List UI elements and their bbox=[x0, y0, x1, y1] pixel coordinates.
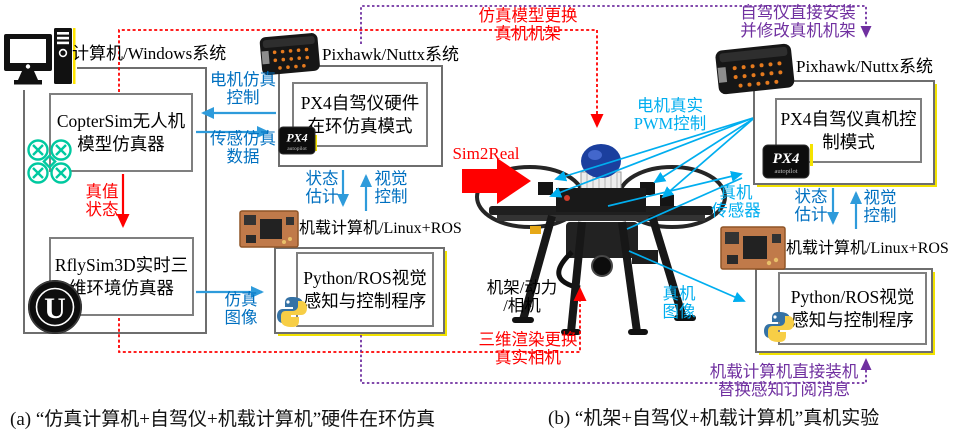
real-sensor-label: 真机 传感器 bbox=[700, 184, 772, 220]
onboard-board-photo-a bbox=[239, 210, 299, 248]
label-line: 图像 bbox=[662, 302, 696, 321]
label-line: 数据 bbox=[226, 147, 260, 166]
label-line: /相机 bbox=[503, 296, 541, 315]
label-line: 估计 bbox=[305, 187, 339, 206]
caption-b: (b) “机架+自驾仪+机载计算机”真机实验 bbox=[548, 408, 880, 429]
label-line: 三维渲染更换 bbox=[478, 330, 578, 349]
sim2real-block-arrow bbox=[462, 158, 531, 204]
label-line: 真机 bbox=[662, 284, 696, 303]
label-line: 电机仿真 bbox=[210, 70, 276, 89]
rflysim-box-line1: RflySim3D实时三 bbox=[54, 254, 189, 275]
coptersim-box-line1: CopterSim无人机 bbox=[56, 110, 186, 131]
real-pwm-label: 电机真实 PWM控制 bbox=[624, 97, 716, 133]
px4-hil-box: PX4自驾仪硬件 在环仿真模式 bbox=[292, 82, 428, 147]
autopilot-install-note: 自驾仪直接安装 并修改真机机架 bbox=[728, 4, 868, 40]
label-line: 机载计算机直接装机 bbox=[709, 362, 859, 381]
label-line: 真实相机 bbox=[495, 348, 561, 367]
label-line: 传感仿真 bbox=[210, 129, 276, 148]
frame-power-camera-label: 机架/动力 /相机 bbox=[478, 279, 566, 315]
vision-control-label-b: 视觉 控制 bbox=[859, 189, 901, 225]
pixhawk-system-label-b: Pixhawk/Nuttx系统 bbox=[796, 57, 933, 76]
label-line: 控制 bbox=[226, 88, 260, 107]
onboard-computer-label-a: 机载计算机/Linux+ROS bbox=[299, 220, 462, 237]
label-line: 状态 bbox=[794, 187, 828, 206]
label-line: 估计 bbox=[794, 205, 828, 224]
label-line: 图像 bbox=[224, 308, 258, 327]
label-line: 视觉 bbox=[374, 169, 408, 188]
state-estimate-label-b: 状态 估计 bbox=[790, 188, 832, 224]
coptersim-box-line2: 模型仿真器 bbox=[77, 133, 165, 154]
sim-image-label: 仿真 图像 bbox=[219, 291, 263, 327]
label-line: 状态 bbox=[85, 200, 119, 219]
render-swap-note: 三维渲染更换 真实相机 bbox=[468, 331, 588, 367]
motor-sim-control-label: 电机仿真 控制 bbox=[205, 71, 281, 107]
vision-control-label-a: 视觉 控制 bbox=[370, 170, 412, 206]
label-line: 真机 bbox=[719, 183, 753, 202]
real-image-label: 真机 图像 bbox=[655, 285, 703, 321]
label-line: 仿真模型更换 bbox=[478, 6, 578, 25]
label-line: 替换感知订阅消息 bbox=[718, 380, 850, 399]
px4-real-line1: PX4自驾仪真机控 bbox=[780, 108, 917, 129]
label-line: PWM控制 bbox=[633, 114, 707, 133]
python-box-b: Python/ROS视觉 感知与控制程序 bbox=[778, 272, 927, 345]
px4-hil-line1: PX4自驾仪硬件 bbox=[300, 92, 420, 113]
onboard-install-note: 机载计算机直接装机 替换感知订阅消息 bbox=[698, 363, 870, 399]
label-line: 自驾仪直接安装 bbox=[740, 3, 856, 22]
onboard-board-photo-b bbox=[720, 226, 786, 270]
rflysim-box-line2: 维环境仿真器 bbox=[69, 277, 174, 298]
python-box-a: Python/ROS视觉 感知与控制程序 bbox=[296, 252, 434, 327]
px4-hil-line2: 在环仿真模式 bbox=[307, 115, 413, 136]
python-box-b-line1: Python/ROS视觉 bbox=[790, 286, 915, 307]
label-line: 机架/动力 bbox=[486, 278, 558, 297]
python-box-a-line2: 感知与控制程序 bbox=[303, 290, 427, 311]
label-line: 电机真实 bbox=[637, 96, 703, 115]
truth-state-label: 真值 状态 bbox=[82, 183, 122, 219]
label-line: 状态 bbox=[305, 169, 339, 188]
label-line: 控制 bbox=[863, 206, 897, 225]
onboard-computer-label-b: 机载计算机/Linux+ROS bbox=[786, 240, 949, 257]
computer-system-label: 计算机/Windows系统 bbox=[72, 44, 227, 63]
label-line: 控制 bbox=[374, 187, 408, 206]
coptersim-box: CopterSim无人机 模型仿真器 bbox=[49, 93, 193, 172]
state-estimate-label-a: 状态 估计 bbox=[301, 170, 343, 206]
sim2real-label: Sim2Real bbox=[452, 144, 520, 163]
sensor-sim-data-label: 传感仿真 数据 bbox=[205, 130, 281, 166]
px4-real-box: PX4自驾仪真机控 制模式 bbox=[775, 98, 922, 163]
pixhawk-system-label-a: Pixhawk/Nuttx系统 bbox=[322, 45, 459, 64]
python-box-b-line2: 感知与控制程序 bbox=[791, 309, 914, 330]
label-line: 传感器 bbox=[711, 201, 761, 220]
label-line: 仿真 bbox=[224, 290, 258, 309]
rflysim-box: RflySim3D实时三 维环境仿真器 bbox=[49, 237, 194, 316]
gps-dome bbox=[581, 144, 621, 178]
label-line: 并修改真机机架 bbox=[740, 21, 856, 40]
caption-a: (a) “仿真计算机+自驾仪+机载计算机”硬件在环仿真 bbox=[10, 409, 436, 430]
python-box-a-line1: Python/ROS视觉 bbox=[303, 267, 427, 288]
label-line: 真值 bbox=[85, 182, 119, 201]
px4-real-line2: 制模式 bbox=[822, 131, 875, 152]
label-line: 真机机架 bbox=[495, 24, 561, 43]
model-swap-note: 仿真模型更换 真机机架 bbox=[468, 7, 588, 43]
label-line: 视觉 bbox=[863, 188, 897, 207]
